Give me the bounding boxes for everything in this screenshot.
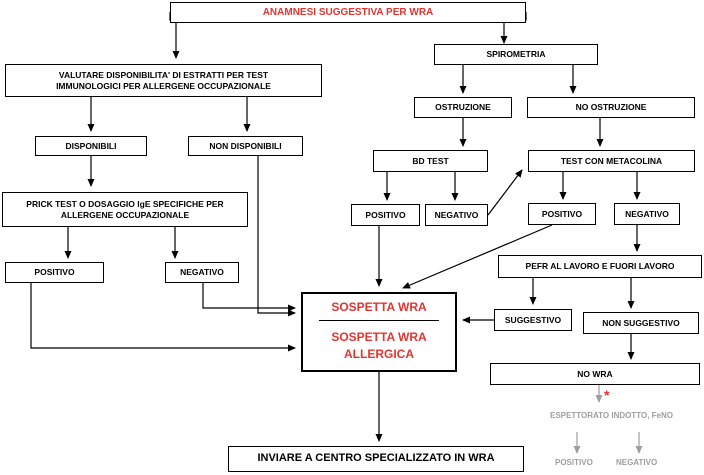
no-wra-node: NO WRA [490, 363, 700, 385]
pefr-node: PEFR AL LAVORO E FUORI LAVORO [498, 255, 702, 278]
non-suggestivo-node: NON SUGGESTIVO [583, 312, 699, 334]
bd-test-node: BD TEST [373, 150, 488, 172]
suggestivo-node: SUGGESTIVO [494, 309, 572, 331]
espettorato-text: ESPETTORATO INDOTTO, FeNO [550, 411, 673, 420]
grey-negativo-text: NEGATIVO [616, 458, 658, 467]
negativo-bd-node: NEGATIVO [425, 204, 488, 226]
valutare-node: VALUTARE DISPONIBILITA' DI ESTRATTI PER … [5, 64, 322, 97]
center-divider [319, 320, 439, 322]
prick-node: PRICK TEST O DOSAGGIO IgE SPECIFICHE PER… [2, 192, 248, 227]
edge-positivo-center [30, 283, 296, 352]
negativo-meta-node: NEGATIVO [614, 203, 680, 225]
spirometria-node: SPIROMETRIA [434, 44, 598, 65]
test-metacolina-node: TEST CON METACOLINA [528, 150, 695, 172]
edge-negativo-center [202, 283, 296, 312]
positivo-left-node: POSITIVO [5, 262, 104, 283]
sospetta-wra-allergica-label: SOSPETTA WRA ALLERGICA [331, 330, 427, 361]
non-disponibili-node: NON DISPONIBILI [188, 136, 303, 156]
grey-positivo-text: POSITIVO [555, 458, 593, 467]
disponibili-node: DISPONIBILI [35, 136, 147, 156]
sospetta-wra-label: SOSPETTA WRA [331, 300, 427, 314]
edge-metapositivo-center [402, 224, 553, 289]
inviare-node: INVIARE A CENTRO SPECIALIZZATO IN WRA [228, 446, 524, 472]
positivo-meta-node: POSITIVO [528, 203, 596, 225]
ostruzione-node: OSTRUZIONE [414, 97, 512, 118]
edge-negativo-metacolina [487, 169, 523, 216]
positivo-bd-node: POSITIVO [351, 204, 420, 226]
sospetta-wra-box: SOSPETTA WRA SOSPETTA WRA ALLERGICA [301, 292, 457, 372]
anamnesi-node: ANAMNESI SUGGESTIVA PER WRA [170, 2, 526, 23]
asterisk-marker: * [604, 387, 610, 403]
negativo-left-node: NEGATIVO [165, 262, 239, 283]
no-ostruzione-node: NO OSTRUZIONE [527, 97, 695, 118]
edge-nondisponibili-center [257, 156, 296, 317]
